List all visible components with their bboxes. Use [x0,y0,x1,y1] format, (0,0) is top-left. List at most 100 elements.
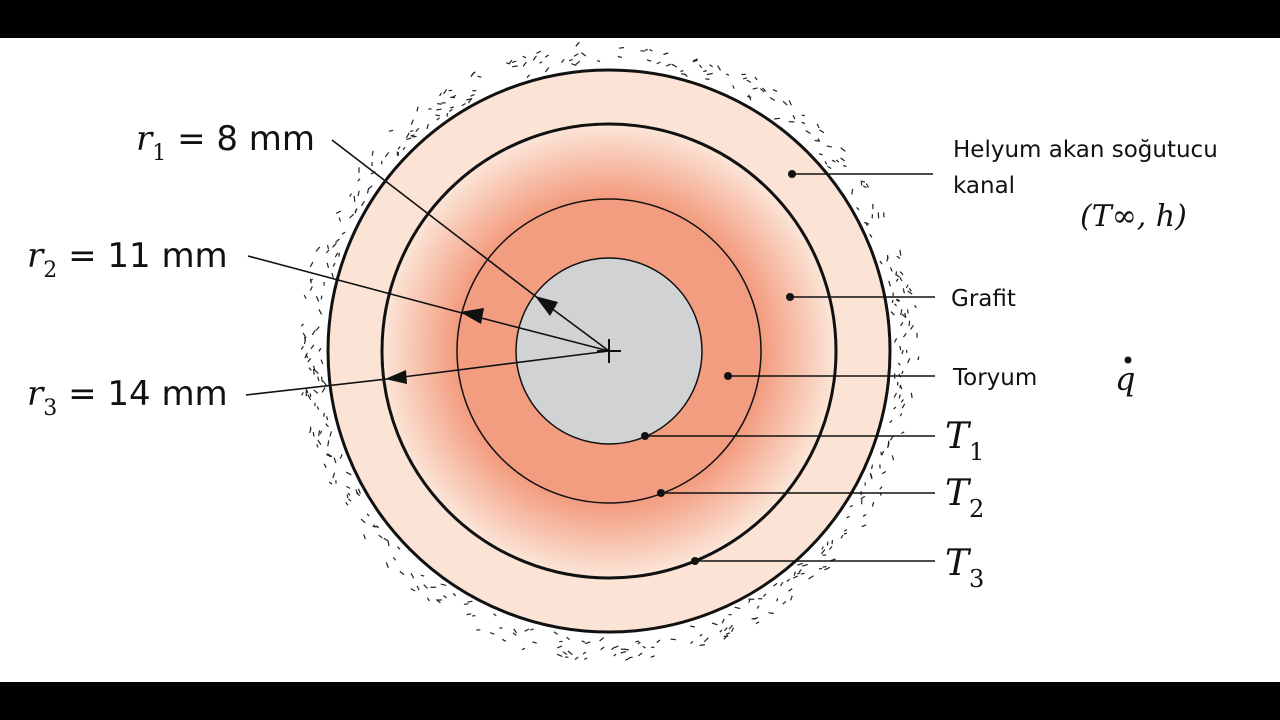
coolant-dash [840,147,846,152]
coolant-dash [375,525,380,529]
t3-dot [691,557,699,565]
coolant-dash [341,231,346,235]
coolant-dash [805,130,811,135]
coolant-dash [316,406,320,410]
coolant-dash [360,200,365,207]
coolant-dash [315,246,321,252]
coolant-dash [896,255,901,259]
coolant-dash [373,524,376,528]
coolant-dash [717,65,722,71]
r3-label: r3 = 14 mm [27,374,228,421]
coolant-dash [893,392,898,398]
coolant-dash [862,185,867,189]
coolant-dash [900,321,904,327]
coolant-dash [788,588,793,592]
coolant-dash [899,271,904,276]
coolant-dash [818,567,823,570]
coolant-dash [512,632,517,636]
coolant-dash [879,486,883,490]
coolant-dash [907,290,913,295]
coolant-dash [556,653,563,658]
coolant-dash [721,618,725,624]
coolant-dash [843,529,848,532]
coolant-dash [893,406,897,410]
coolant-dash [818,153,823,156]
coolant-dash [906,309,909,314]
coolant-dash [814,139,820,142]
coolant-dash [345,501,349,506]
coolant-dash [435,114,440,117]
coolant-dash [349,193,352,197]
r1-arrowhead [535,296,558,316]
coolant-dash [725,73,730,76]
coolant-dash [656,61,661,65]
coolant-dash [357,190,360,197]
t2-dot [657,489,665,497]
coolant-dash [819,129,825,134]
coolant-dash [808,575,814,580]
coolant-dash [703,637,709,643]
coolant-dash [907,358,911,364]
coolant-dash [316,444,319,448]
coolant-dash [309,261,314,268]
coolant-texture [300,41,920,661]
coolant-dash [752,87,758,90]
coolant-dash [426,123,429,130]
coolant-dash [402,146,406,151]
coolant-dash [731,627,735,632]
coolant-dash [914,304,917,309]
coolant-dash [908,288,912,292]
coolant-dash [309,278,312,284]
coolant-dash [326,453,333,458]
coolant-dash [511,60,517,64]
coolant-dash [888,280,891,287]
coolant-dash [308,367,312,371]
coolant-dash [597,60,601,63]
thorium-dot [724,372,732,380]
coolant-dash [703,69,707,73]
coolant-dash [410,573,415,579]
coolant-dash [905,284,909,289]
coolant-dash [709,64,713,68]
coolant-dash [613,645,619,649]
coolant-dash [353,195,356,202]
coolant-dash [699,633,703,637]
coolant-dash [410,588,416,592]
coolant-dash [683,73,688,77]
coolant-dash [760,88,765,93]
coolant-dash [397,546,401,550]
graphite-label: Grafit [951,286,1016,312]
coolant-dash [371,150,374,156]
graphite-outer-ring [380,122,838,580]
coolant-dash [624,657,630,661]
coolant-dash [399,570,405,576]
coolant-dash [303,294,307,299]
coolant-dash [303,336,307,342]
coolant-dash [719,629,723,633]
coolant-label-line2: kanal [953,173,1015,199]
coolant-dash [489,632,495,635]
coolant-dash [801,563,808,567]
coolant-dash [446,112,449,117]
coolant-dash [323,412,326,417]
coolant-dash [599,637,605,642]
coolant-dash [637,652,643,657]
coolant-dash [339,454,343,459]
coolant-dash [870,474,873,480]
coolant-dash [326,244,330,250]
coolant-dash [734,606,741,610]
coolant-dash [879,260,883,265]
coolant-dash [319,430,323,435]
coolant-dash [663,52,669,56]
coolant-dash [318,348,322,352]
coolant-dash [865,222,868,227]
coolant-dash [826,145,832,148]
coolant-dash [790,595,793,601]
coolant-dash [512,65,518,68]
thorium-label: Toryum [952,365,1037,391]
coolant-dash [896,298,901,302]
coolant-dash [305,388,309,394]
coolant-dash [566,636,570,641]
coolant-dash [646,59,652,62]
coolant-dash [332,472,336,479]
